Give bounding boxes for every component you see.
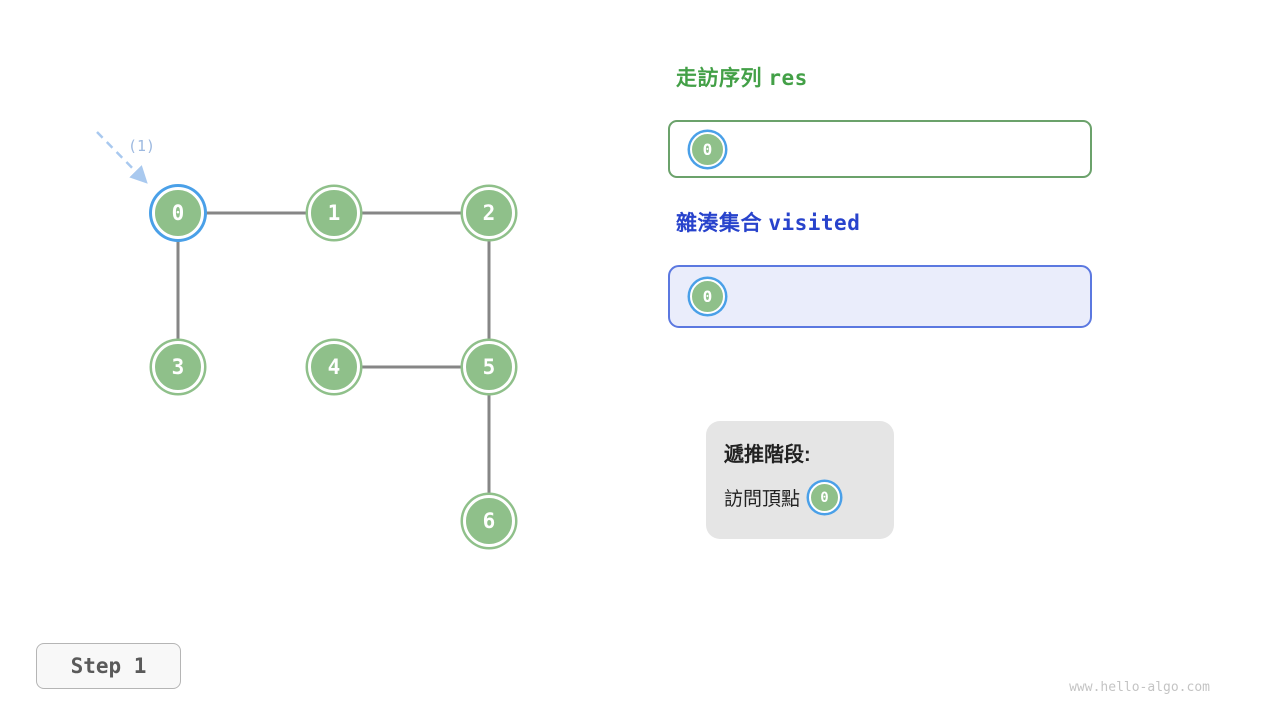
stage-box: 遞推階段: 訪問頂點 0 — [706, 421, 894, 539]
res-item-node-0: 0 — [690, 131, 725, 167]
step-indicator: Step 1 — [36, 643, 181, 689]
visited-title-code: visited — [768, 211, 861, 235]
res-title-code: res — [768, 66, 808, 90]
visited-title-zh: 雜湊集合 — [676, 212, 762, 235]
graph-node-2: 2 — [463, 187, 515, 239]
stage-node-0: 0 — [809, 482, 841, 513]
res-sequence-box: 0 — [668, 120, 1092, 178]
visited-item-node-0: 0 — [690, 279, 725, 314]
graph-node-4: 4 — [308, 341, 360, 393]
graph-node-1: 1 — [308, 187, 360, 239]
graph-node-3: 3 — [152, 341, 204, 393]
res-panel-title: 走訪序列 res — [676, 62, 808, 92]
graph-node-0: 0 — [152, 187, 204, 239]
stage-action-label: 訪問頂點 — [724, 489, 801, 510]
graph-node-6: 6 — [463, 495, 515, 547]
visited-set-box: 0 — [668, 265, 1092, 328]
graph-node-5: 5 — [463, 341, 515, 393]
res-title-zh: 走訪序列 — [676, 67, 762, 90]
stage-title: 遞推階段: — [724, 444, 811, 466]
traversal-arrow — [96, 131, 148, 184]
arrow-step-annotation: (1) — [128, 137, 156, 155]
visited-panel-title: 雜湊集合 visited — [676, 207, 860, 237]
watermark: www.hello-algo.com — [1069, 680, 1210, 695]
stage-action-row: 訪問頂點 0 — [724, 482, 876, 513]
